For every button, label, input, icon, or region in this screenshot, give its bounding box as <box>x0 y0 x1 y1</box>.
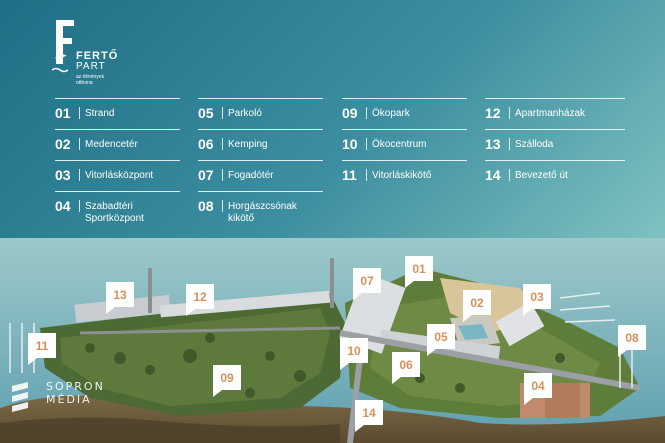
legend-label: Horgászcsónak kikötő <box>228 201 297 224</box>
legend-item-10: 10 Ökocentrum <box>342 129 467 154</box>
map-marker-08[interactable]: 08 <box>618 325 646 357</box>
legend-num: 08 <box>198 198 214 214</box>
legend-separator <box>509 107 510 119</box>
legend-num: 12 <box>485 105 501 121</box>
legend-item-03: 03 Vitorlásközpont <box>55 160 180 185</box>
legend-num: 02 <box>55 136 71 152</box>
legend-item-11: 11 Vitorláskikötő <box>342 160 467 185</box>
legend-separator <box>366 138 367 150</box>
watermark-line1: SOPRON <box>46 380 105 393</box>
legend-label: Vitorlásközpont <box>85 170 154 181</box>
legend-label: Parkoló <box>228 108 262 119</box>
legend-num: 07 <box>198 167 214 183</box>
legend-label: Ökopark <box>372 108 410 119</box>
aerial-map-illustration <box>0 238 665 443</box>
legend-label: Bevezető út <box>515 170 568 181</box>
bird-flag-logo-icon <box>52 20 74 73</box>
map-marker-06[interactable]: 06 <box>392 352 420 384</box>
legend-separator <box>366 107 367 119</box>
map-marker-07[interactable]: 07 <box>353 268 381 300</box>
legend-label: Vitorláskikötő <box>372 170 432 181</box>
legend-num: 03 <box>55 167 71 183</box>
legend-separator <box>509 169 510 181</box>
legend-separator <box>222 169 223 181</box>
map-marker-03[interactable]: 03 <box>523 284 551 316</box>
legend-separator <box>222 200 223 212</box>
watermark: SOPRON MÉDIA <box>10 380 103 417</box>
legend-separator <box>79 200 80 212</box>
map-marker-05[interactable]: 05 <box>427 324 455 356</box>
legend-item-05: 05 Parkoló <box>198 98 323 123</box>
legend-item-13: 13 Szálloda <box>485 129 625 154</box>
map-marker-09[interactable]: 09 <box>213 365 241 397</box>
legend-label: Szálloda <box>515 139 554 150</box>
map-marker-01[interactable]: 01 <box>405 256 433 288</box>
legend-separator <box>222 138 223 150</box>
logo-tagline: az élmények otthona <box>76 74 105 86</box>
legend-label: Szabadtéri Sportközpont <box>85 201 144 224</box>
legend-num: 09 <box>342 105 358 121</box>
map-marker-13[interactable]: 13 <box>106 282 134 314</box>
site-map: 01 02 03 04 05 06 07 08 09 10 11 12 13 1… <box>0 238 665 443</box>
legend-label: Ökocentrum <box>372 139 427 150</box>
legend-num: 11 <box>342 167 357 183</box>
map-marker-04[interactable]: 04 <box>524 373 552 405</box>
legend-label: Apartmanházak <box>515 108 586 119</box>
legend-item-04: 04 Szabadtéri Sportközpont <box>55 191 180 225</box>
legend-num: 04 <box>55 198 71 214</box>
logo-name-line1: FERTŐ <box>76 50 119 62</box>
legend-num: 06 <box>198 136 214 152</box>
map-marker-10[interactable]: 10 <box>340 338 368 370</box>
watermark-line2: MÉDIA <box>46 393 92 406</box>
legend-separator <box>79 169 80 181</box>
legend-label: Strand <box>85 108 115 119</box>
legend-separator <box>222 107 223 119</box>
legend-item-12: 12 Apartmanházak <box>485 98 625 123</box>
legend-separator <box>79 107 80 119</box>
legend-label: Medencetér <box>85 139 138 150</box>
logo-name-line2: PART <box>76 61 106 72</box>
legend-item-08: 08 Horgászcsónak kikötő <box>198 191 323 225</box>
legend-item-07: 07 Fogadótér <box>198 160 323 185</box>
sopron-media-logo-icon <box>12 382 28 412</box>
legend-item-14: 14 Bevezető út <box>485 160 625 185</box>
legend-label: Fogadótér <box>228 170 274 181</box>
legend-num: 10 <box>342 136 358 152</box>
legend-num: 13 <box>485 136 501 152</box>
map-marker-14[interactable]: 14 <box>355 400 383 432</box>
map-marker-02[interactable]: 02 <box>463 290 491 322</box>
legend-item-09: 09 Ökopark <box>342 98 467 123</box>
legend-separator <box>79 138 80 150</box>
legend-num: 14 <box>485 167 501 183</box>
legend-label: Kemping <box>228 139 268 150</box>
legend-item-02: 02 Medencetér <box>55 129 180 154</box>
legend-separator <box>509 138 510 150</box>
map-marker-12[interactable]: 12 <box>186 284 214 316</box>
legend-item-01: 01 Strand <box>55 98 180 123</box>
map-marker-11[interactable]: 11 <box>28 333 56 365</box>
logo: FERTŐ PART az élmények otthona <box>52 18 122 88</box>
legend-num: 01 <box>55 105 71 121</box>
legend-separator <box>366 169 367 181</box>
legend-num: 05 <box>198 105 214 121</box>
legend-item-06: 06 Kemping <box>198 129 323 154</box>
